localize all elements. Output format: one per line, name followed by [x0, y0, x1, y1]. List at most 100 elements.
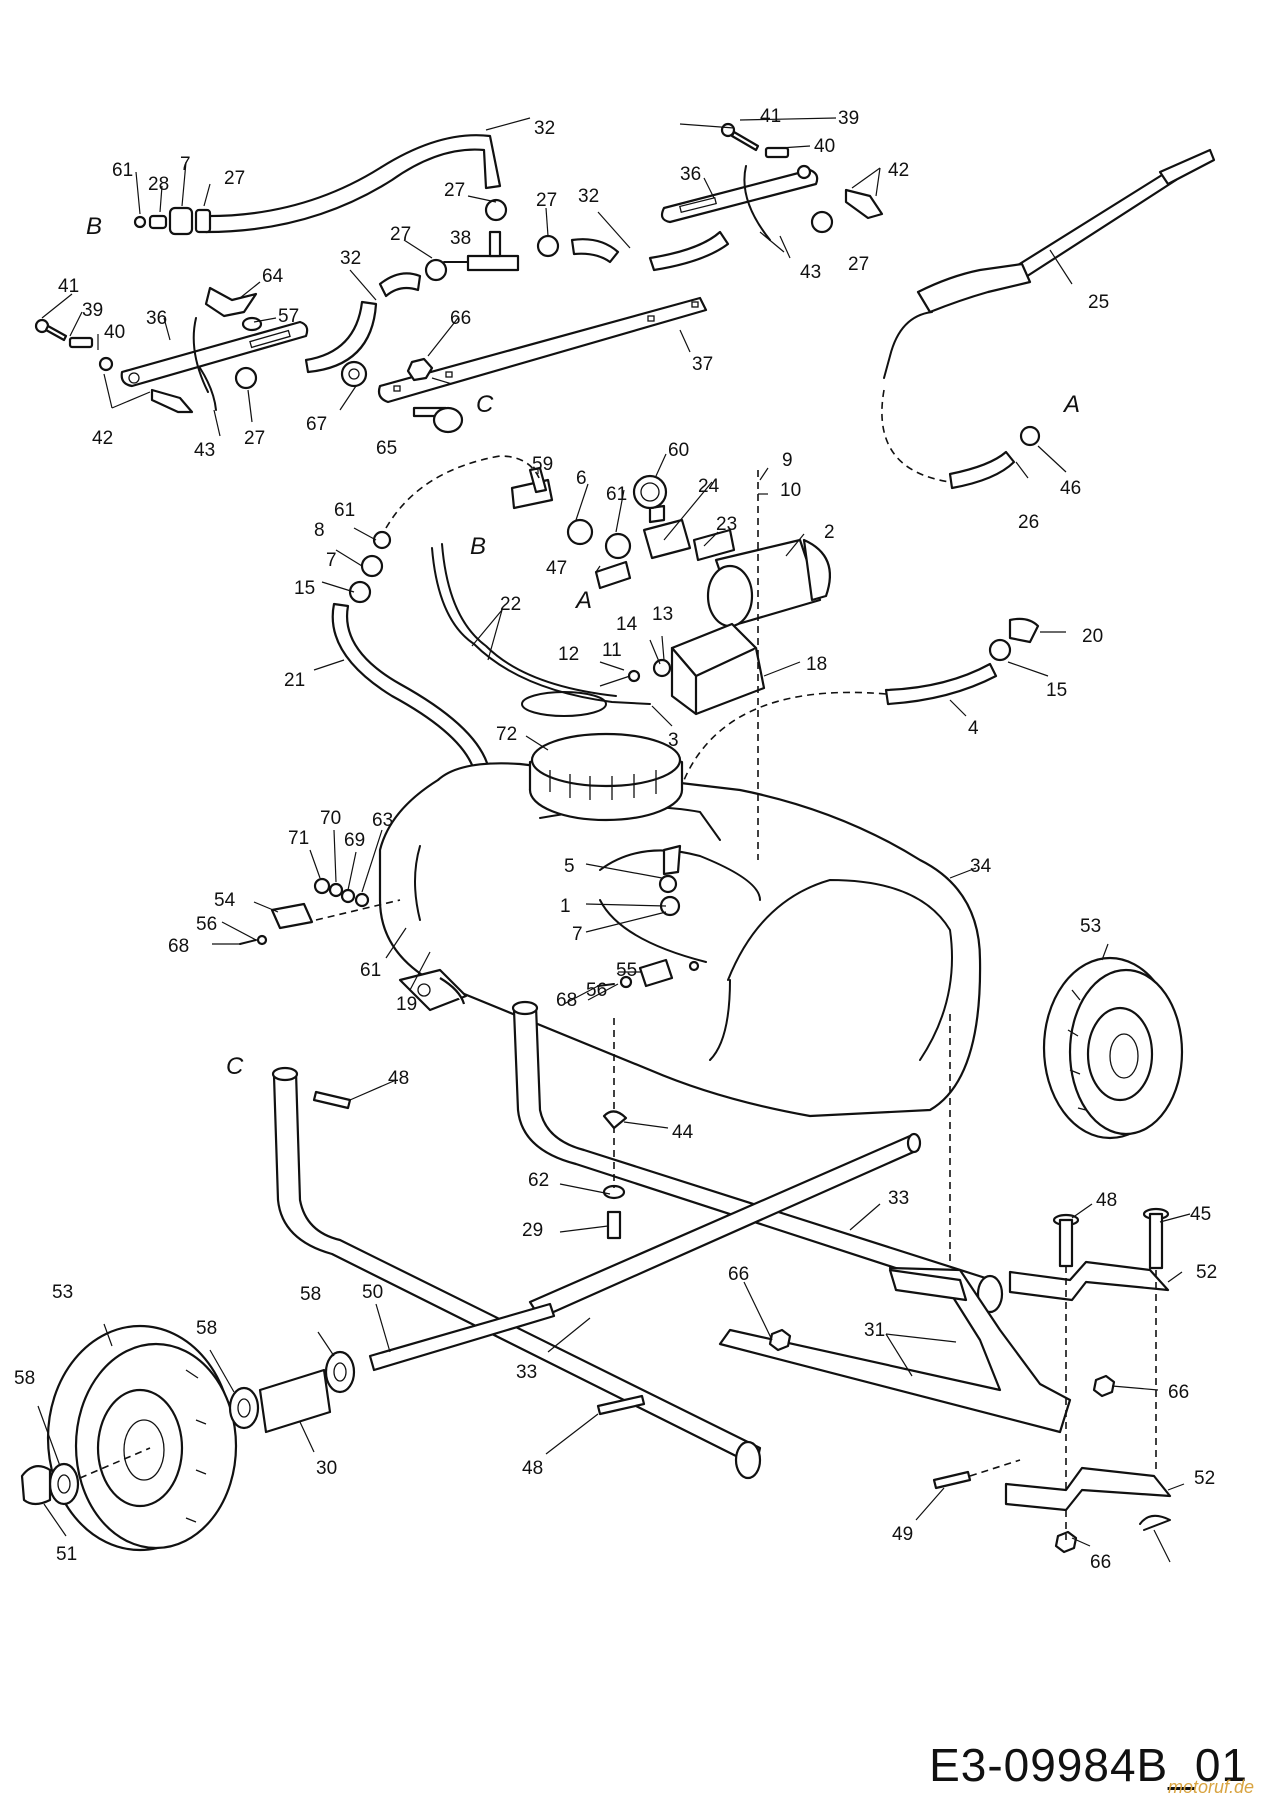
callout-50: 58 [300, 1284, 321, 1305]
hose-end-fittings [133, 206, 212, 236]
callout-2: 2 [824, 522, 835, 543]
callout-43: 43 [800, 262, 821, 283]
watermark: motoruf.de [1167, 1777, 1254, 1797]
hitch-pin-52 [1142, 1207, 1170, 1470]
hose-clamps-upper [424, 234, 560, 282]
callout-44: 48 [1096, 1190, 1117, 1211]
leader-lines [37, 117, 1191, 1563]
ref-C: C [476, 391, 494, 418]
left-spray-nozzle [150, 388, 194, 414]
callout-15: 3 [668, 730, 679, 751]
callout-39: 39 [838, 108, 859, 129]
callout-67: 67 [306, 414, 327, 435]
callout-23: 23 [716, 514, 737, 535]
ref-A: A [1062, 391, 1080, 418]
callout-7: 7 [180, 154, 191, 175]
callout-9: 9 [782, 450, 793, 471]
lower-bolt-62 [602, 1018, 628, 1240]
callout-32: 32 [534, 118, 555, 139]
callout-22: 22 [500, 594, 521, 615]
callout-34: 53 [52, 1282, 73, 1303]
callout-69: 63 [372, 810, 393, 831]
callout-39: 39 [82, 300, 103, 321]
callout-14: 14 [616, 614, 638, 635]
callout-41: 41 [760, 106, 781, 127]
pressure-gauge [632, 474, 668, 510]
agitator-nozzle [398, 968, 468, 1012]
ref-C: C [226, 1053, 244, 1080]
frame-nuts-66 [768, 1328, 1116, 1554]
callout-27: 27 [848, 254, 869, 275]
tank-fittings [658, 470, 759, 917]
callout-61: 61 [360, 960, 381, 981]
frame-left-rail [271, 1066, 762, 1480]
callout-61: 61 [334, 500, 355, 521]
callout-27: 27 [244, 428, 265, 449]
callout-28: 28 [148, 174, 169, 195]
callout-21: 15 [1046, 680, 1067, 701]
callout-43: 43 [194, 440, 215, 461]
callout-62: 29 [522, 1220, 543, 1241]
callout-58: 30 [316, 1458, 337, 1479]
callout-11: 11 [602, 640, 622, 661]
callout-48: 62 [528, 1170, 549, 1191]
callout-36: 36 [146, 308, 167, 329]
callout-59: 59 [532, 454, 553, 475]
tank-bolt-stack-center [597, 958, 700, 989]
right-spray-nozzle [743, 165, 884, 241]
wheel-left [46, 1324, 238, 1552]
callout-51: 51 [56, 1544, 77, 1565]
callout-63: 54 [214, 890, 236, 911]
ref-B: B [470, 533, 486, 560]
wiring-harness [431, 543, 651, 717]
callout-53: 55 [616, 960, 637, 981]
callout-33: 50 [362, 1282, 383, 1303]
callout-5: 1 [560, 896, 571, 917]
callout-60: 60 [668, 440, 689, 461]
callout-35: 72 [496, 724, 517, 745]
u-clamps-left [192, 317, 258, 411]
callout-32: 32 [578, 186, 599, 207]
callout-labels: 32 61 28 7 27 B 27 27 32 27 38 32 41 39 … [14, 106, 1217, 1573]
dashed-guides [949, 1014, 1067, 1540]
callout-42: 42 [92, 428, 113, 449]
callout-42: 42 [888, 160, 909, 181]
boom-bar [377, 296, 708, 404]
callout-72: 71 [288, 828, 309, 849]
callout-45: 49 [892, 1524, 913, 1545]
callout-47: 47 [546, 558, 567, 579]
short-hose-right [570, 230, 730, 272]
callout-20: 20 [1082, 626, 1103, 647]
ref-B: B [86, 213, 102, 240]
right-boom-bracket [660, 168, 819, 224]
callout-44: 48 [522, 1458, 543, 1479]
drawing-code: E3-09984B_01 [929, 1739, 1248, 1791]
tank [378, 762, 982, 1118]
drain-hose-4 [331, 455, 541, 772]
callout-65: 65 [376, 438, 397, 459]
callout-34: 53 [1080, 916, 1101, 937]
tee-fitting [443, 198, 520, 272]
callout-50: 58 [14, 1368, 35, 1389]
callout-66: 66 [1168, 1382, 1189, 1403]
callout-26: 26 [1018, 512, 1039, 533]
callout-40: 40 [104, 322, 125, 343]
inlet-fitting [594, 560, 1040, 662]
tank-cap [528, 732, 684, 822]
callout-6: 6 [576, 468, 587, 489]
clevis-pin-49 [1139, 1514, 1171, 1531]
callout-57: 57 [278, 306, 299, 327]
wheel-spacers [20, 1350, 356, 1506]
pump-motor [706, 538, 831, 628]
callout-12: 12 [558, 644, 579, 665]
callout-44: 48 [388, 1068, 409, 1089]
spray-wand [883, 148, 1216, 379]
left-fastener-stack [34, 318, 114, 372]
callout-52: 45 [1190, 1204, 1211, 1225]
callout-4: 21 [284, 670, 305, 691]
tank-bolt-stack-left [239, 877, 401, 946]
callout-64: 64 [262, 266, 284, 287]
callout-8: 8 [314, 520, 325, 541]
callout-31: 52 [1194, 1468, 1215, 1489]
